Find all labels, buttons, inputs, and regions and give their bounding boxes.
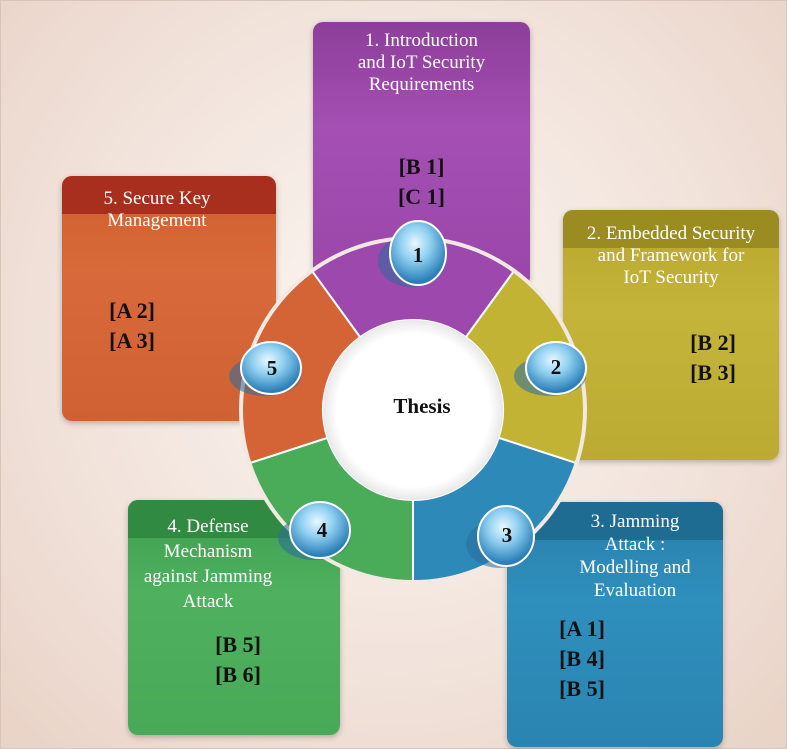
card-3-refs: [A 1] [B 4] [B 5] xyxy=(507,614,657,704)
card-5-title: 5. Secure Key Management xyxy=(62,176,252,232)
number-bubbles xyxy=(229,220,587,568)
segment-number-5: 5 xyxy=(266,356,278,380)
reference: [B 1] xyxy=(398,154,445,179)
card-1-title-line: and IoT Security xyxy=(357,52,486,73)
number-bubble-2 xyxy=(525,341,587,395)
reference: [A 2] xyxy=(109,298,155,323)
card-1-title-line: Requirements xyxy=(368,74,475,95)
reference: [B 6] xyxy=(215,662,261,687)
card-jamming-attack: 3. Jamming Attack : Modelling and Evalua… xyxy=(507,502,723,747)
card-3-title-line: 3. Jamming xyxy=(590,511,680,532)
card-2-title-line: IoT Security xyxy=(623,267,719,288)
reference: [B 5] xyxy=(559,676,605,701)
card-2-header-band xyxy=(563,210,779,248)
card-4-title-line: Mechanism xyxy=(163,541,253,562)
number-bubble-4 xyxy=(289,501,351,559)
card-4-refs: [B 5] [B 6] xyxy=(178,630,298,690)
center-hole xyxy=(323,320,503,500)
card-5-title-line: 5. Secure Key xyxy=(103,188,211,209)
number-bubble-3 xyxy=(477,505,535,567)
card-5-title-line: Management xyxy=(107,210,207,231)
card-3-title-line: Evaluation xyxy=(593,580,677,601)
card-2-title-line: 2. Embedded Security xyxy=(586,223,756,244)
reference: [B 4] xyxy=(559,646,605,671)
card-4-title: 4. Defense Mechanism against Jamming Att… xyxy=(128,500,288,614)
segment-number-1: 1 xyxy=(412,243,424,267)
segment-number-4: 4 xyxy=(316,518,328,542)
reference: [A 3] xyxy=(109,328,155,353)
card-1-title-line: 1. Introduction xyxy=(365,30,478,51)
card-4-title-line: against Jamming xyxy=(143,566,273,587)
card-2-title-line: and Framework for xyxy=(597,245,745,266)
card-2-title: 2. Embedded Security and Framework for I… xyxy=(563,210,779,289)
card-3-title-line: Attack : xyxy=(604,534,666,555)
card-5-refs: [A 2] [A 3] xyxy=(62,296,212,356)
card-2-refs: [B 2] [B 3] xyxy=(605,328,779,388)
card-5-header-band xyxy=(62,176,276,214)
card-1-refs: [B 1] [C 1] xyxy=(313,152,530,212)
center-label: Thesis xyxy=(393,394,451,418)
card-3-title-line: Modelling and xyxy=(579,557,691,578)
card-3-title: 3. Jamming Attack : Modelling and Evalua… xyxy=(507,502,723,602)
number-bubble-5 xyxy=(240,341,302,395)
segment-number-3: 3 xyxy=(501,523,513,547)
card-4-title-line: 4. Defense xyxy=(167,516,249,537)
number-bubble-1 xyxy=(389,220,447,286)
reference: [B 5] xyxy=(215,632,261,657)
reference: [C 1] xyxy=(397,184,446,209)
segment-number-2: 2 xyxy=(550,355,562,379)
card-1-title: 1. Introduction and IoT Security Require… xyxy=(313,22,530,96)
card-embedded-security: 2. Embedded Security and Framework for I… xyxy=(563,210,779,460)
reference: [B 2] xyxy=(690,330,736,355)
reference: [B 3] xyxy=(690,360,736,385)
card-4-title-line: Attack xyxy=(182,591,234,612)
reference: [A 1] xyxy=(559,616,605,641)
